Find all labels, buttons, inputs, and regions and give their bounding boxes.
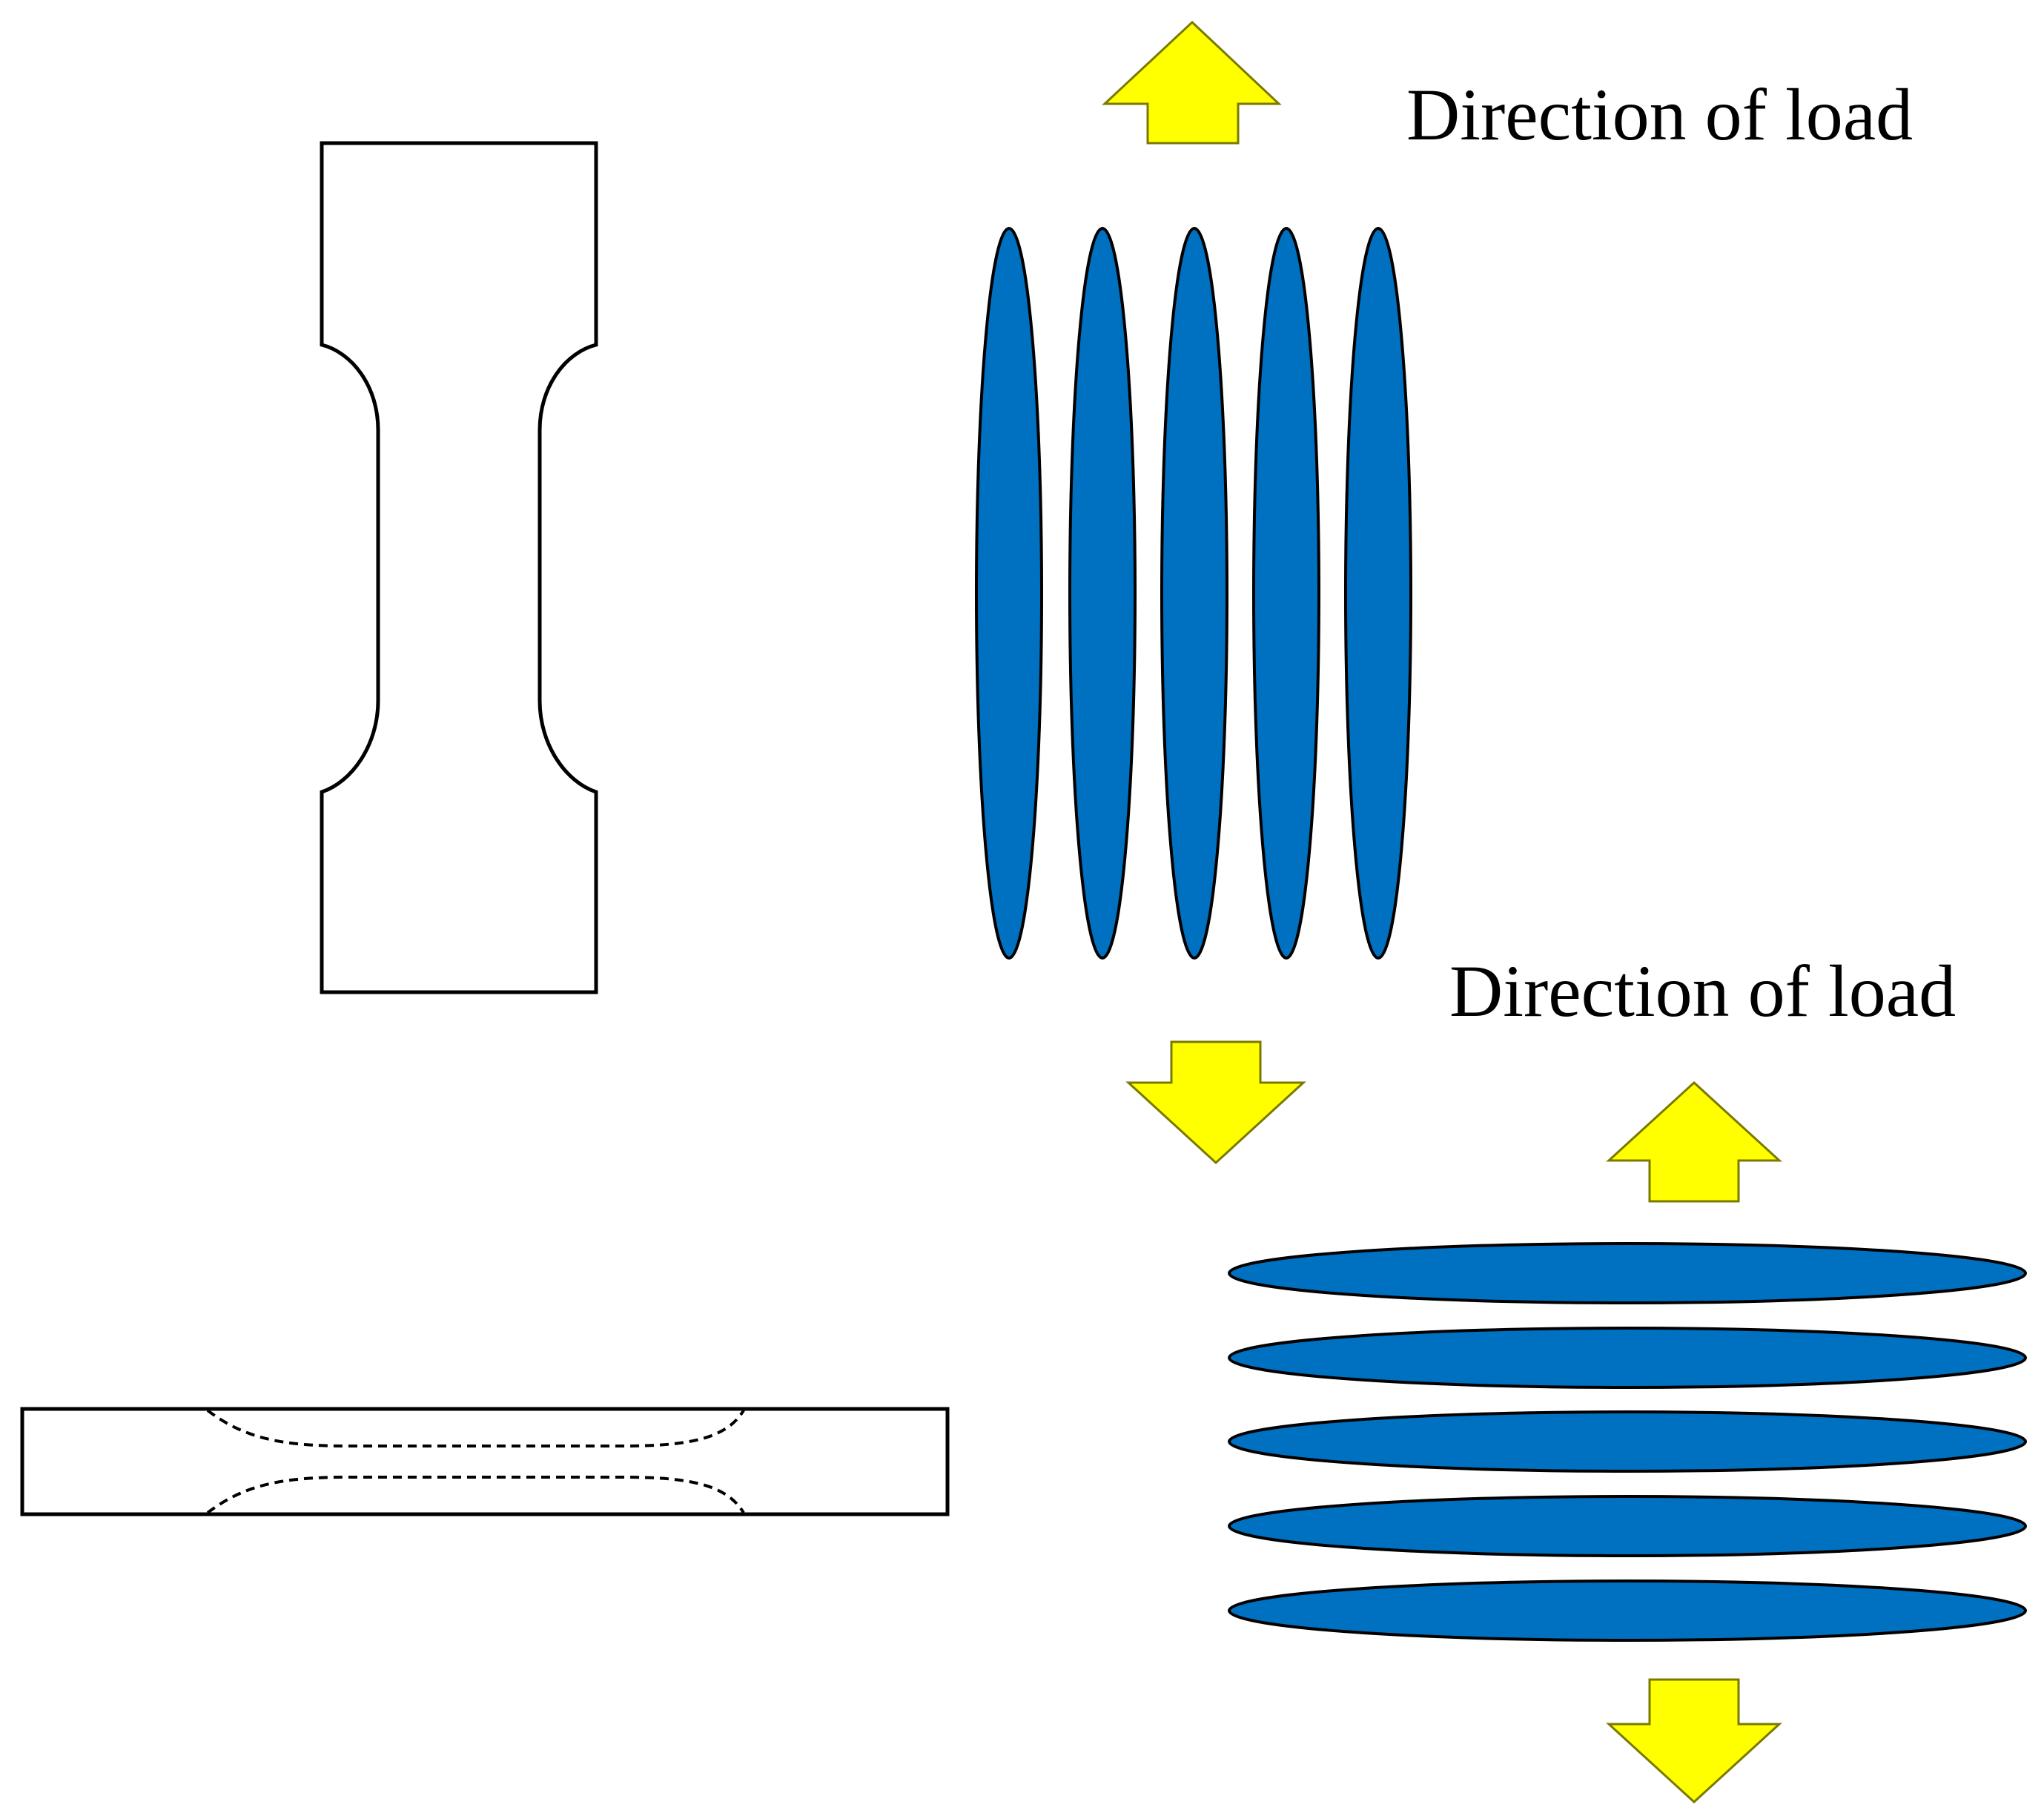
vertical-fiber-4 [1252,227,1320,960]
horizontal-fiber-2 [1228,1327,2027,1389]
load-arrow-up-icon [1102,20,1282,145]
vertical-fiber-5 [1344,227,1412,960]
vertical-fiber-2 [1068,227,1137,960]
specimen-side-view [20,1407,950,1516]
load-arrow-down-icon [1125,1040,1306,1165]
dogbone-specimen-top-view [320,141,598,994]
vertical-fiber-1 [975,227,1043,960]
horizontal-fiber-5 [1228,1579,2027,1642]
horizontal-fiber-4 [1228,1495,2027,1557]
load-arrow-up-icon [1606,1080,1782,1203]
horizontal-fibers-group [1228,1242,2027,1642]
gauge-dashed-upper [206,1409,745,1447]
specimen-side-outline [20,1407,950,1516]
load-direction-label-right: Direction of load [1449,950,1956,1032]
vertical-fibers-group [975,227,1412,960]
load-arrow-down-icon [1606,1678,1782,1804]
vertical-fiber-3 [1160,227,1228,960]
load-direction-label-top: Direction of load [1406,73,1913,156]
gauge-dashed-lower [206,1476,745,1514]
horizontal-fiber-1 [1228,1242,2027,1304]
horizontal-fiber-3 [1228,1410,2027,1473]
